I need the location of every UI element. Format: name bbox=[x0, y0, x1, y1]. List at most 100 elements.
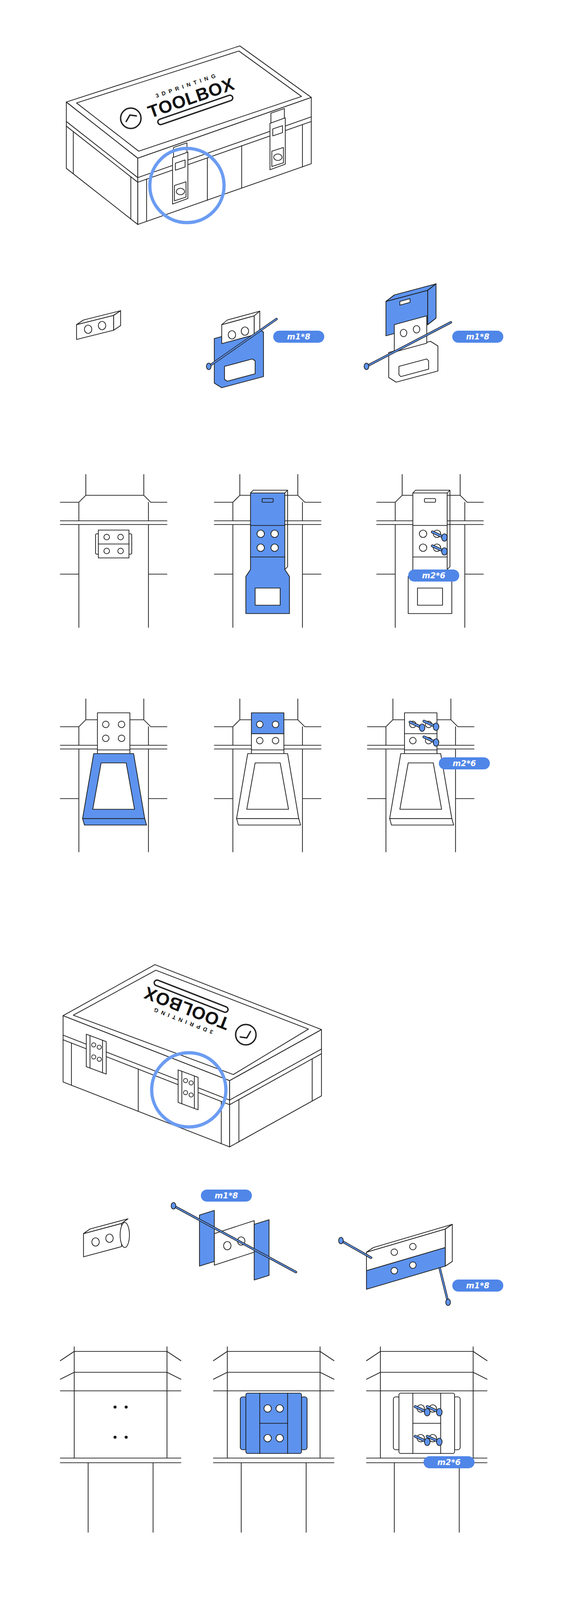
install-step bbox=[367, 699, 475, 853]
size-callout: m1*8 bbox=[452, 1279, 504, 1292]
toolbox-view bbox=[149, 148, 225, 223]
latch-parts bbox=[400, 329, 407, 337]
screw-size: m2*6 bbox=[452, 758, 476, 769]
install-step bbox=[82, 818, 147, 826]
size-callout: m1*8 bbox=[273, 330, 325, 343]
hinge-parts bbox=[391, 1267, 398, 1275]
install-step bbox=[103, 534, 110, 540]
install-step bbox=[102, 735, 110, 742]
toolbox-view bbox=[63, 964, 322, 1148]
latch-parts bbox=[364, 363, 369, 370]
install-step bbox=[404, 749, 437, 751]
toolbox-view bbox=[63, 964, 322, 1081]
install-step bbox=[97, 749, 130, 751]
install-step bbox=[118, 721, 125, 728]
toolbox-view bbox=[151, 1052, 226, 1128]
hinge-parts bbox=[214, 1220, 255, 1266]
install-step bbox=[98, 530, 129, 559]
install-step bbox=[60, 699, 167, 853]
size-callout: m2*6 bbox=[408, 569, 460, 582]
install-step bbox=[251, 712, 284, 734]
toolbox-view bbox=[71, 1043, 313, 1144]
hinge-parts bbox=[105, 1234, 114, 1243]
install-step bbox=[117, 548, 124, 554]
install-step bbox=[432, 532, 448, 542]
hinge-parts bbox=[223, 1241, 232, 1251]
hinge-parts bbox=[340, 1240, 372, 1259]
toolbox-view bbox=[120, 108, 142, 129]
hinge-parts bbox=[173, 1206, 296, 1273]
install-step bbox=[97, 712, 130, 758]
install-step bbox=[103, 548, 110, 554]
latch-parts bbox=[366, 322, 451, 367]
hinge-parts bbox=[439, 1268, 449, 1303]
toolbox-view bbox=[240, 1031, 251, 1039]
install-step bbox=[404, 712, 437, 758]
install-step bbox=[114, 1406, 117, 1409]
install-step bbox=[118, 735, 125, 742]
latch-parts bbox=[399, 298, 411, 306]
install-step bbox=[272, 737, 279, 745]
install-step bbox=[251, 749, 284, 751]
hinge-parts bbox=[445, 1224, 453, 1267]
install-step bbox=[240, 1393, 308, 1454]
install-step bbox=[236, 753, 299, 819]
screw-size: m1*8 bbox=[466, 1281, 490, 1291]
hinge-parts bbox=[340, 1240, 372, 1259]
install-step bbox=[102, 721, 110, 728]
latch-parts bbox=[76, 283, 451, 388]
install-step bbox=[214, 699, 322, 853]
install-step bbox=[376, 474, 484, 628]
toolbox-view bbox=[235, 1024, 257, 1046]
toolbox-view bbox=[86, 1034, 107, 1075]
hinge-parts bbox=[120, 1222, 130, 1248]
install-step bbox=[236, 818, 301, 826]
toolbox-view bbox=[73, 124, 303, 222]
install-step bbox=[60, 474, 167, 628]
screw-size: m2*6 bbox=[422, 571, 446, 581]
screw-size: m1*8 bbox=[214, 1191, 238, 1201]
install-step bbox=[366, 1347, 488, 1533]
install-step bbox=[245, 490, 290, 614]
latch-parts bbox=[366, 322, 451, 367]
install-step bbox=[367, 699, 475, 853]
size-callout: m1*8 bbox=[200, 1189, 252, 1202]
screw-size: m1*8 bbox=[287, 332, 311, 342]
latch-parts bbox=[208, 319, 277, 367]
install-step bbox=[60, 699, 167, 853]
install-step bbox=[366, 1347, 488, 1533]
install-step bbox=[427, 1436, 443, 1446]
latch-parts bbox=[208, 319, 277, 367]
install-step bbox=[95, 530, 132, 559]
install-step bbox=[432, 545, 448, 556]
install-step bbox=[60, 474, 167, 628]
install-step bbox=[60, 1347, 181, 1533]
toolbox-view bbox=[73, 970, 309, 1075]
install-step bbox=[117, 534, 124, 540]
size-callout: m2*6 bbox=[423, 1456, 475, 1469]
install-step bbox=[423, 721, 439, 731]
hinge-parts bbox=[91, 1238, 100, 1247]
install-step bbox=[427, 1406, 443, 1417]
install-step bbox=[97, 712, 130, 758]
install-step bbox=[114, 1436, 117, 1439]
latch-parts bbox=[113, 310, 121, 331]
install-step bbox=[256, 737, 264, 745]
install-step bbox=[256, 721, 264, 728]
toolbox-view bbox=[66, 45, 312, 225]
latch-parts bbox=[206, 363, 212, 370]
install-step bbox=[404, 712, 437, 758]
toolbox-view bbox=[178, 1070, 199, 1111]
install-step bbox=[214, 474, 322, 628]
install-step bbox=[409, 737, 417, 745]
install-step bbox=[376, 474, 484, 628]
install-step bbox=[214, 474, 322, 628]
install-step bbox=[60, 1347, 181, 1533]
hinge-parts bbox=[366, 1247, 446, 1290]
install-step bbox=[410, 722, 425, 732]
hinge-parts bbox=[199, 1210, 215, 1267]
hinge-parts bbox=[83, 1202, 453, 1306]
install-step bbox=[125, 1406, 128, 1409]
